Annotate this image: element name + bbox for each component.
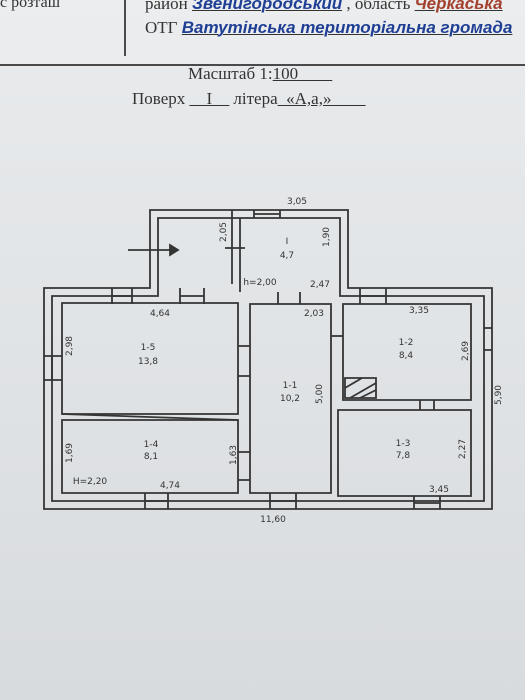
district-value: Звенигородський (192, 0, 343, 13)
header-divider (124, 0, 126, 56)
otg-line: ОТГ Ватутінська територіальна громада (145, 18, 513, 37)
room-1-5-id: 1-5 (141, 343, 156, 353)
room-1-4-depth-left: 1,69 (65, 443, 75, 463)
room-1-5-depth: 2,98 (65, 336, 75, 356)
cut-header-text: с розташ (0, 0, 61, 11)
room-1-2-area: 8,4 (399, 351, 414, 361)
room-1-3-area: 7,8 (396, 451, 411, 461)
room-1-5-width: 4,64 (150, 309, 170, 319)
oblast-value: Черкаська (414, 0, 503, 13)
room-1-5-area: 13,8 (138, 357, 158, 367)
room-1-1-depth: 5,00 (315, 384, 325, 404)
room-1-3-depth: 2,27 (458, 439, 468, 459)
room-1-1-width: 2,03 (304, 309, 324, 319)
overall-depth-label: 5,90 (494, 385, 504, 405)
scale-line: Масштаб 1:100____ (188, 64, 333, 83)
room-I-id: I (286, 237, 289, 247)
room-I-height-left: 2,05 (219, 222, 229, 242)
room-1-4-depth-right: 1,63 (229, 445, 239, 465)
floor-line: Поверх __I__ літера_«А,а,»____ (132, 89, 366, 108)
room-1-4-width: 4,74 (160, 481, 180, 491)
room-1-2-id: 1-2 (399, 338, 414, 348)
room-1-3-width: 3,45 (429, 485, 449, 495)
room-1-2-depth: 2,69 (461, 341, 471, 361)
room-I-area: 4,7 (280, 251, 294, 261)
district-line: район Звенигородський , область Черкаськ… (145, 0, 503, 14)
otg-value: Ватутінська територіальна громада (181, 18, 513, 37)
room-1-4-height: H=2,20 (73, 477, 108, 487)
overall-width-label: 11,60 (260, 515, 286, 525)
top-annex-width-label: 3,05 (287, 197, 307, 207)
room-I-height-right: 1,90 (322, 227, 332, 247)
room-1-3-id: 1-3 (396, 439, 411, 449)
room-1-2-width: 3,35 (409, 306, 429, 316)
room-1-1-area: 10,2 (280, 394, 300, 404)
annex-height-label: h=2,00 (243, 278, 277, 288)
room-1-4-area: 8,1 (144, 452, 158, 462)
annex-extra-dim: 2,47 (310, 280, 330, 290)
room-1-1-id: 1-1 (283, 381, 298, 391)
room-1-4-id: 1-4 (144, 440, 159, 450)
header-frame (0, 0, 525, 66)
